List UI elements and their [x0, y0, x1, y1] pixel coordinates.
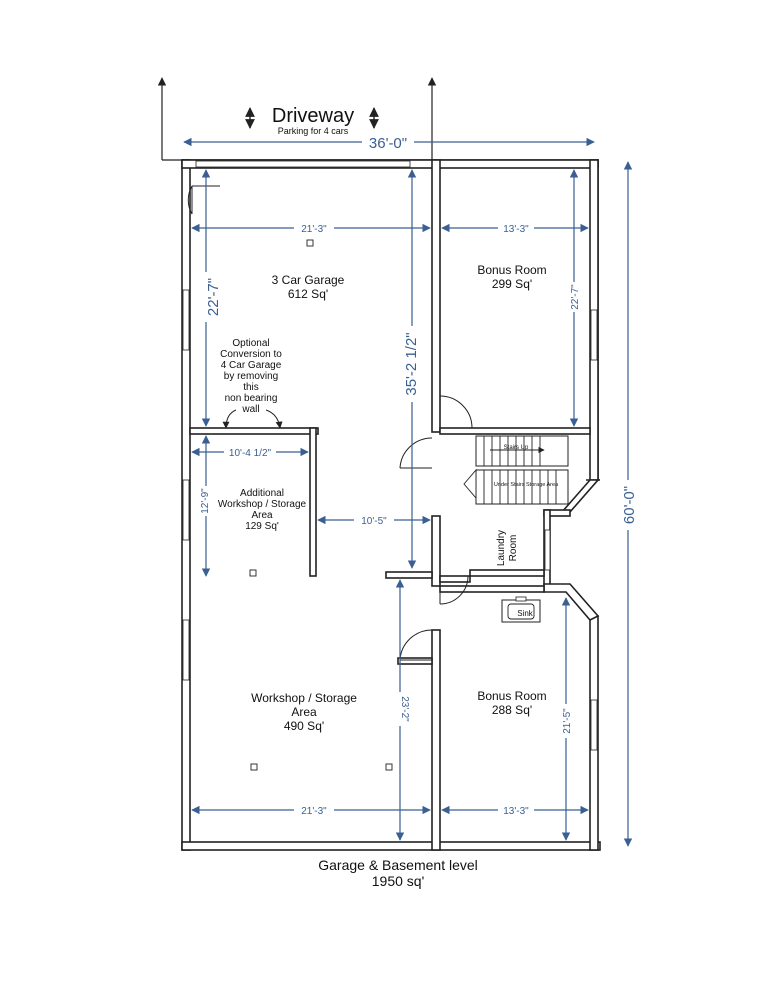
bonus-bottom-area: 288 Sq' — [492, 703, 532, 717]
workshop-small-depth-label: 12'-9" — [200, 488, 211, 514]
window-right-2 — [590, 699, 598, 751]
workshop-width-label: 21'-3" — [301, 806, 327, 817]
overall-width-label: 36'-0" — [369, 135, 407, 152]
note-line7: wall — [241, 404, 259, 415]
driveway-subtitle: Parking for 4 cars — [278, 126, 349, 136]
workshop-small-line3: Area — [251, 510, 273, 521]
note-line4: by removing — [224, 371, 278, 382]
bonus-top-area: 299 Sq' — [492, 277, 532, 291]
garage-depth-label: 22'-7" — [205, 278, 222, 316]
hall-width-label: 10'-5" — [361, 516, 387, 527]
garage-name: 3 Car Garage — [272, 273, 345, 287]
workshop-line2: Area — [291, 705, 317, 719]
workshop-small-area: 129 Sq' — [245, 521, 279, 532]
note-line6: non bearing — [225, 393, 278, 404]
laundry-line2: Room — [508, 535, 519, 562]
driveway-arrows — [157, 77, 437, 161]
workshop-small-width-label: 10'-4 1/2" — [229, 448, 272, 459]
window-right-1 — [590, 309, 598, 361]
window-left-3 — [182, 619, 190, 681]
note-line3: 4 Car Garage — [221, 360, 282, 371]
stairs-up-label: Stairs Up — [504, 445, 529, 451]
laundry-line1: Laundry — [496, 530, 507, 566]
sink — [501, 596, 541, 623]
footer-area: 1950 sq' — [372, 873, 425, 889]
note-arrow-left — [222, 409, 237, 429]
bonus-bottom-width-label: 13'-3" — [503, 806, 529, 817]
garage-area: 612 Sq' — [288, 287, 328, 301]
workshop-area: 490 Sq' — [284, 719, 324, 733]
workshop-small-line1: Additional — [240, 488, 284, 499]
footer-level: Garage & Basement level — [318, 857, 478, 873]
doors — [187, 185, 473, 661]
note-line1: Optional — [232, 338, 269, 349]
note-arrow-right — [265, 409, 283, 429]
bonus-top-depth-label: 22'-7" — [570, 284, 581, 310]
note-line5: this — [243, 382, 259, 393]
bonus-top-width-label: 13'-3" — [503, 224, 529, 235]
garage-width-label: 21'-3" — [301, 224, 327, 235]
workshop-small-line2: Workshop / Storage — [218, 499, 307, 510]
overall-depth-label: 60'-0" — [621, 486, 638, 524]
workshop-depth-label: 23'-2" — [399, 696, 410, 722]
window-laundry — [544, 529, 551, 571]
window-left-2 — [182, 479, 190, 541]
note-line2: Conversion to — [220, 349, 282, 360]
hall-length-label: 35'-2 1/2" — [403, 332, 420, 395]
interior-walls — [189, 159, 591, 851]
bonus-bottom-name: Bonus Room — [477, 689, 546, 703]
sink-label: Sink — [517, 609, 534, 618]
bonus-top-name: Bonus Room — [477, 263, 546, 277]
floor-drains — [249, 239, 393, 771]
bonus-bottom-depth-label: 21'-5" — [562, 708, 573, 734]
driveway-title: Driveway — [272, 105, 354, 127]
under-stairs-label: Under Stairs Storage Area — [494, 482, 559, 488]
garage-door-opening — [195, 160, 411, 168]
workshop-line1: Workshop / Storage — [251, 691, 357, 705]
stairs — [463, 435, 569, 505]
window-left-1 — [182, 289, 190, 351]
